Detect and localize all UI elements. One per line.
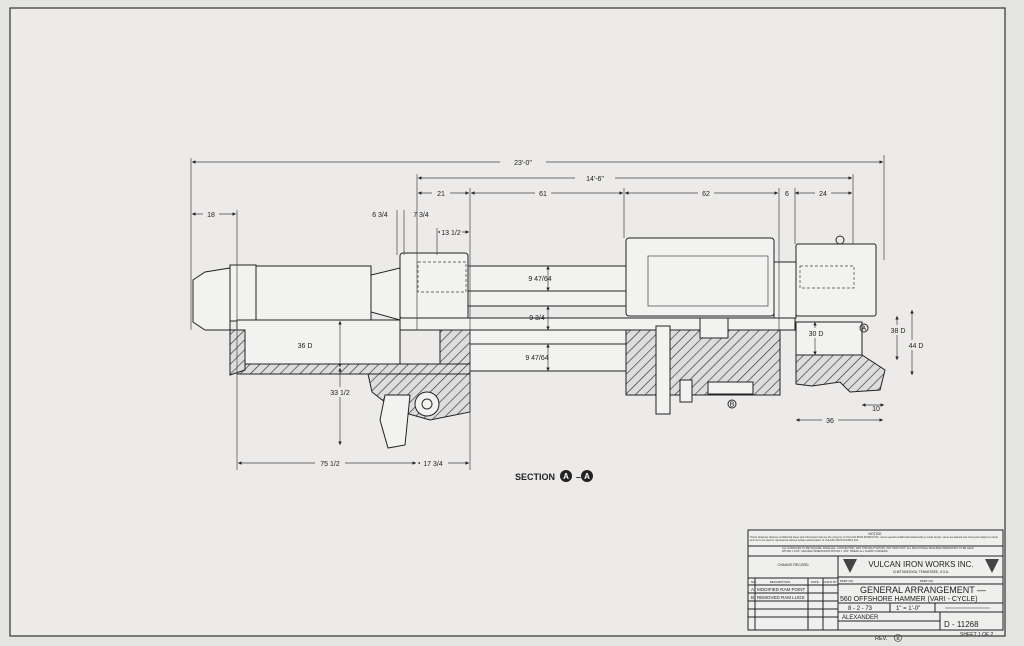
head-cap — [192, 267, 231, 331]
drawing-subtitle: 560 OFFSHORE HAMMER (VARI - CYCLE) — [840, 596, 978, 603]
svg-text:DATE: DATE — [811, 580, 819, 584]
dim-13-1-2: 13 1/2 — [441, 230, 461, 237]
svg-text:PART NO.: PART NO. — [840, 579, 854, 583]
housing-section — [625, 329, 781, 396]
svg-text:MODIFIED RAM POINT: MODIFIED RAM POINT — [757, 587, 806, 592]
revision-label: REV. — [875, 636, 888, 642]
change-record-label: CHANGE RECORD — [777, 563, 809, 567]
dim-6-3-4: 6 3/4 — [372, 212, 388, 219]
ram-rod — [399, 317, 796, 331]
svg-text:A: A — [584, 472, 590, 481]
drawing-title: GENERAL ARRANGEMENT — — [860, 585, 986, 595]
svg-text:A: A — [751, 587, 754, 592]
valve-arm — [379, 394, 411, 449]
company-logo — [843, 559, 999, 573]
dim-17-3-4: 17 3/4 — [423, 461, 443, 468]
svg-text:NO.: NO. — [751, 580, 757, 584]
anvil — [795, 243, 877, 317]
dim-38d: 38 D — [891, 328, 906, 335]
section-label: SECTION A – A — [515, 470, 593, 482]
change-row: A MODIFIED RAM POINT — [751, 587, 806, 592]
dim-10: 10 — [872, 406, 880, 413]
dim-9-47-64-bottom: 9 47/64 — [525, 355, 548, 362]
svg-text:DESCRIPTION: DESCRIPTION — [770, 580, 791, 584]
notice-title: NOTICE — [868, 532, 882, 536]
dim-21: 21 — [437, 191, 445, 198]
dim-30d: 30 D — [809, 331, 824, 338]
dim-9-47-64-top: 9 47/64 — [528, 276, 551, 283]
drawing-number: D - 11268 — [944, 620, 979, 629]
dimension-labels: 23'-0" 14'-6" 21 61 62 6 24 18 6 3/4 7 3… — [203, 156, 927, 468]
change-row: B REMOVED RAM LUGS — [751, 595, 805, 600]
dim-62: 62 — [702, 191, 710, 198]
drawing-date: 8 - 2 - 73 — [848, 606, 873, 612]
title-block: NOTICE These drawings disclose confident… — [747, 529, 1004, 642]
drawn-by: ALEXANDER — [842, 615, 879, 621]
dim-18: 18 — [207, 212, 215, 219]
marker-a: A — [862, 326, 867, 333]
dim-upper: 14'-6" — [586, 176, 604, 183]
sheet-number: SHEET 1 OF 2 — [960, 632, 993, 638]
dim-overall: 23'-0" — [514, 160, 532, 167]
dim-36: 36 — [826, 418, 834, 425]
svg-text:PART NO.: PART NO. — [920, 579, 934, 583]
dim-44d: 44 D — [909, 343, 924, 350]
dim-61: 61 — [539, 191, 547, 198]
svg-text:CHK'D BY: CHK'D BY — [823, 580, 837, 584]
ram-box — [399, 252, 469, 320]
valve-gear — [414, 391, 440, 417]
svg-text:A: A — [563, 472, 569, 481]
dim-75-1-2: 75 1/2 — [320, 461, 340, 468]
svg-text:B: B — [751, 595, 754, 600]
dim-36d: 36 D — [298, 343, 313, 350]
marker-b: B — [730, 402, 735, 409]
notice-text: These drawings disclose confidential ide… — [750, 536, 999, 542]
upper-cylinder — [255, 265, 372, 321]
dim-33-1-2: 33 1/2 — [330, 390, 350, 397]
dim-6: 6 — [785, 191, 789, 198]
tolerance-text: ALL SURFACES TO BE SQUARE, PARALLEL, CON… — [782, 547, 975, 553]
dim-7-3-4: 7 3/4 — [413, 212, 429, 219]
dim-9-3-4: 9 3/4 — [529, 315, 545, 322]
drawing-scale: 1" = 1'-0" — [896, 606, 920, 612]
company-name: VULCAN IRON WORKS INC. — [868, 560, 973, 569]
svg-text:–: – — [576, 472, 581, 482]
dim-24: 24 — [819, 191, 827, 198]
company-location: CHATTANOOGA, TENNESSEE, U.S.A. — [893, 570, 949, 574]
svg-text:SECTION: SECTION — [515, 472, 555, 482]
svg-text:REMOVED RAM LUGS: REMOVED RAM LUGS — [757, 595, 805, 600]
revision-letter: B — [896, 636, 899, 641]
